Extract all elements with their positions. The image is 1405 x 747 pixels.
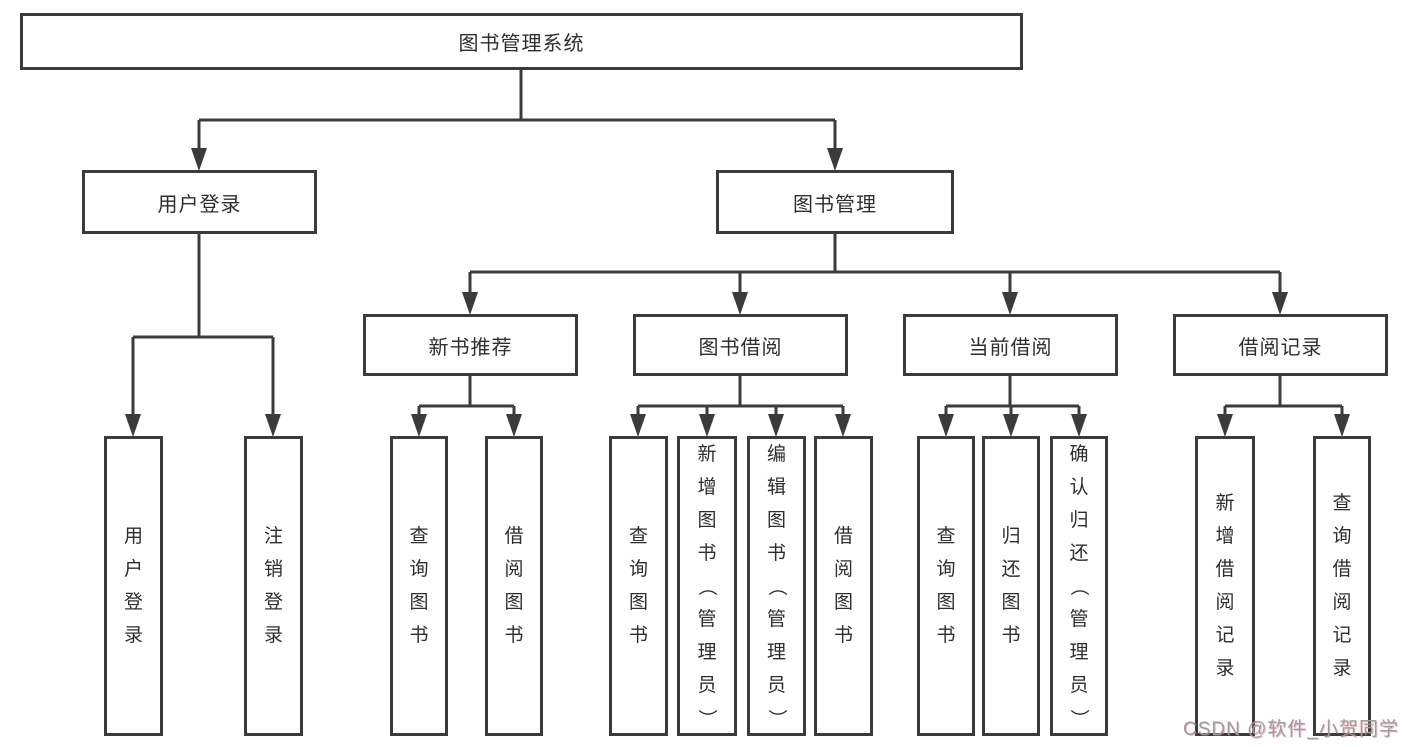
leaf-edit-book-admin: 编辑图书（管理员） bbox=[747, 436, 806, 736]
leaf-query-borrow-record: 查询借阅记录 bbox=[1313, 436, 1371, 736]
leaf-query-books-borrow: 查询图书 bbox=[609, 436, 668, 736]
leaf-query-books-current: 查询图书 bbox=[917, 436, 975, 736]
leaf-user-login: 用户登录 bbox=[104, 436, 163, 736]
leaf-add-borrow-record: 新增借阅记录 bbox=[1195, 436, 1255, 736]
leaf-borrow-books-recommend: 借阅图书 bbox=[485, 436, 543, 736]
node-root: 图书管理系统 bbox=[20, 13, 1023, 70]
node-book-borrow: 图书借阅 bbox=[633, 314, 848, 376]
leaf-borrow-books: 借阅图书 bbox=[814, 436, 873, 736]
leaf-logout: 注销登录 bbox=[244, 436, 303, 736]
node-user-login: 用户登录 bbox=[82, 170, 317, 234]
node-current-borrow: 当前借阅 bbox=[903, 314, 1118, 376]
leaf-return-books: 归还图书 bbox=[982, 436, 1040, 736]
node-book-management: 图书管理 bbox=[716, 170, 954, 234]
leaf-confirm-return-admin: 确认归还（管理员） bbox=[1050, 436, 1108, 736]
node-new-book-recommend: 新书推荐 bbox=[363, 314, 578, 376]
node-borrow-records: 借阅记录 bbox=[1173, 314, 1388, 376]
leaf-add-book-admin: 新增图书（管理员） bbox=[677, 436, 737, 736]
leaf-query-books-recommend: 查询图书 bbox=[390, 436, 448, 736]
